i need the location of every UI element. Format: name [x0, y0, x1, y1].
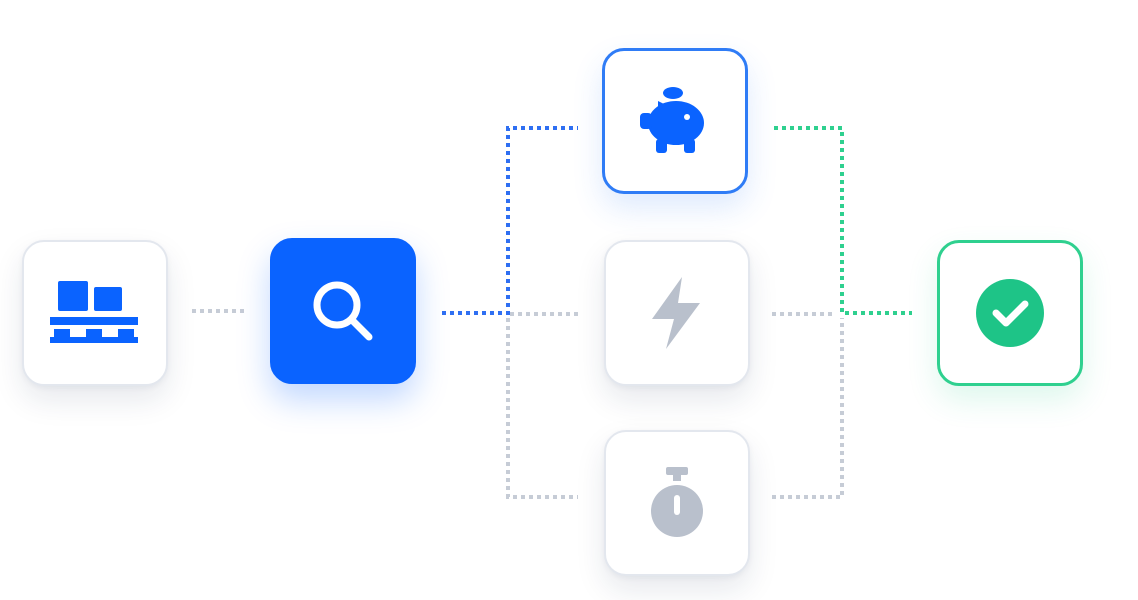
pallet-boxes-icon — [50, 281, 138, 343]
search-icon — [313, 281, 373, 341]
connector-savings-done — [774, 126, 912, 315]
search-step-card[interactable] — [270, 238, 416, 384]
pallet-step-card[interactable] — [22, 240, 168, 386]
connector-timer-done — [772, 318, 844, 499]
savings-option-card[interactable] — [602, 48, 748, 194]
lightning-bolt-icon — [652, 277, 700, 349]
fast-option-card[interactable] — [604, 240, 750, 386]
connector-search-timer — [506, 318, 578, 499]
stopwatch-icon — [651, 467, 703, 537]
timer-option-card[interactable] — [604, 430, 750, 576]
check-circle-icon — [976, 279, 1044, 347]
piggy-bank-icon — [640, 87, 704, 153]
connector-search-savings — [442, 126, 578, 315]
complete-step-card[interactable] — [937, 240, 1083, 386]
